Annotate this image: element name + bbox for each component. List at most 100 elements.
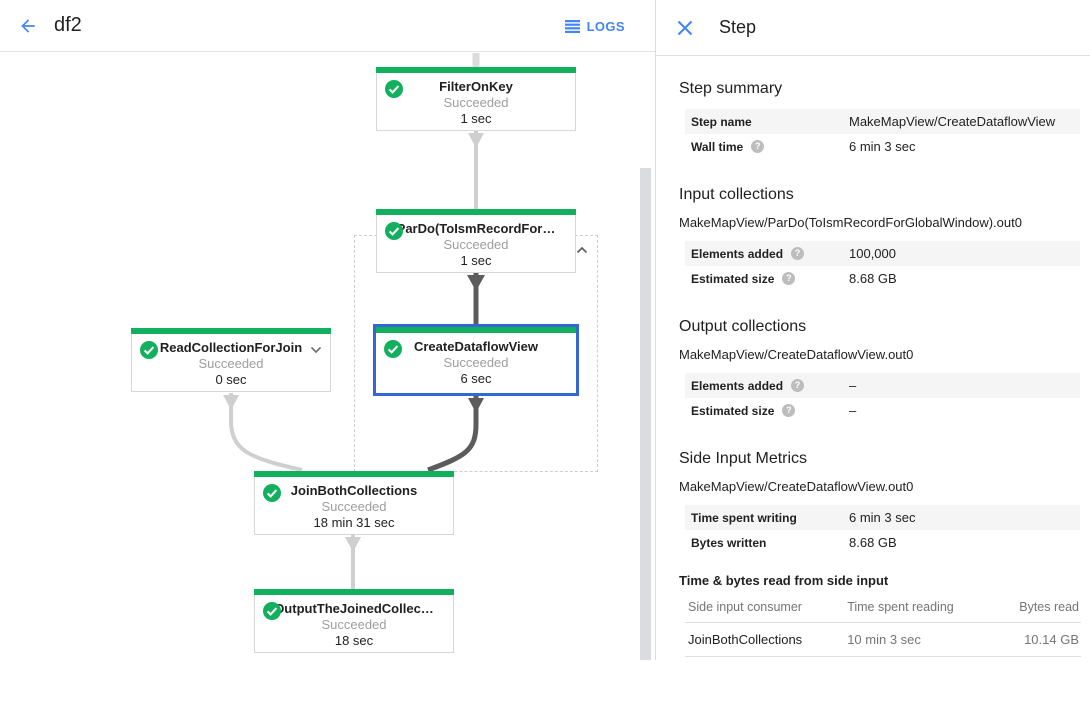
node-pardo-toismrecord[interactable]: ParDo(ToIsmRecordFor… Succeeded 1 sec [376,209,576,273]
node-status: Succeeded [321,617,387,632]
node-time: 6 sec [460,371,492,386]
col-header-time: Time spent reading [844,596,993,623]
node-time: 1 sec [460,111,492,126]
panel-header: Step [656,0,1090,56]
top-toolbar: df2 LOGS [0,0,655,52]
help-icon[interactable] [751,140,765,153]
success-check-icon [140,341,158,359]
node-title: CreateDataflowView [413,339,539,354]
side-input-read-table: Time & bytes read from side input Side i… [679,573,1081,657]
col-header-consumer: Side input consumer [685,596,845,623]
panel-title: Step [719,17,757,37]
close-icon [677,20,693,35]
job-title: df2 [54,14,82,36]
table-row: Bytes written 8.68 GB [685,530,1080,555]
node-status: Succeeded [198,356,264,371]
close-button[interactable] [673,16,697,40]
node-status: Succeeded [443,355,509,370]
status-bar [376,67,576,73]
help-icon[interactable] [782,404,796,417]
node-outputthejoinedcollection[interactable]: OutputTheJoinedCollec… Succeeded 18 sec [254,589,454,653]
output-collection-name: MakeMapView/CreateDataflowView.out0 [679,347,914,362]
row-label: Wall time [691,140,849,154]
table-row: Estimated size – [685,398,1080,423]
table-row: Time spent writing 6 min 3 sec [685,505,1080,530]
section-heading-output-collections: Output collections [679,318,807,335]
step-details-panel: Step Step summary Step name MakeMapView/… [655,0,1090,660]
table-row: Step name MakeMapView/CreateDataflowView [685,109,1080,134]
node-title: JoinBothCollections [290,483,418,498]
logs-button[interactable]: LOGS [564,0,625,52]
row-value: – [849,378,857,393]
status-bar [254,589,454,595]
row-label: Estimated size [691,272,849,286]
row-value: 8.68 GB [849,535,897,550]
section-heading-side-input-metrics: Side Input Metrics [679,450,808,467]
row-value: 100,000 [849,246,896,261]
col-header-bytes: Bytes read [993,596,1081,623]
output-collections-rows: Elements added – Estimated size – [685,373,1080,423]
side-input-metrics-rows: Time spent writing 6 min 3 sec Bytes wri… [685,505,1080,555]
node-time: 18 min 31 sec [313,515,395,530]
row-label: Estimated size [691,404,849,418]
node-title: OutputTheJoinedCollec… [274,601,434,616]
success-check-icon [385,80,403,98]
section-heading-input-collections: Input collections [679,186,794,203]
help-icon[interactable] [791,247,805,260]
arrow-back-icon [21,18,35,33]
side-input-collection-name: MakeMapView/CreateDataflowView.out0 [679,479,914,494]
table-row: Elements added – [685,373,1080,398]
cell-consumer: JoinBothCollections [685,622,845,657]
row-value: – [849,403,857,418]
cell-time-reading: 10 min 3 sec [844,622,993,657]
node-title: ReadCollectionForJoin [159,340,303,355]
table-row: JoinBothCollections 10 min 3 sec 10.14 G… [685,622,1081,657]
node-joinbothcollections[interactable]: JoinBothCollections Succeeded 18 min 31 … [254,471,454,535]
table-row: Elements added 100,000 [685,241,1080,266]
node-time: 0 sec [215,372,247,387]
graph-scrollbar[interactable] [640,168,651,660]
node-status: Succeeded [443,95,509,110]
row-value: MakeMapView/CreateDataflowView [849,114,1056,129]
status-bar [376,327,576,333]
row-label: Time spent writing [691,510,797,525]
row-value: 6 min 3 sec [849,510,916,525]
row-value: 6 min 3 sec [849,139,916,154]
status-bar [131,328,331,334]
node-title: ParDo(ToIsmRecordFor… [396,221,556,236]
table-header-row: Side input consumer Time spent reading B… [685,596,1081,623]
success-check-icon [384,340,402,358]
step-summary-rows: Step name MakeMapView/CreateDataflowView… [685,109,1080,159]
node-time: 1 sec [460,253,492,268]
chevron-up-icon [576,246,588,253]
row-label: Bytes written [691,535,767,550]
help-icon[interactable] [791,379,805,392]
success-check-icon [263,602,281,620]
graph-pane: MakeMapView FilterOnKey Succeeded 1 sec … [0,0,655,660]
logs-label: LOGS [586,18,625,34]
table-row: Wall time 6 min 3 sec [685,134,1080,159]
table-heading: Time & bytes read from side input [679,573,889,588]
node-filteronkey[interactable]: FilterOnKey Succeeded 1 sec [376,67,576,131]
row-label: Step name [691,114,752,129]
node-title: FilterOnKey [439,79,513,94]
logs-list-icon [564,19,580,33]
node-createdataflowview[interactable]: CreateDataflowView Succeeded 6 sec [373,324,579,396]
help-icon[interactable] [782,272,796,285]
chevron-down-icon[interactable] [310,342,322,358]
status-bar [254,471,454,477]
node-readcollectionforjoin[interactable]: ReadCollectionForJoin Succeeded 0 sec [131,328,331,392]
row-label: Elements added [691,379,849,393]
success-check-icon [263,484,281,502]
success-check-icon [385,222,403,240]
row-value: 8.68 GB [849,271,897,286]
section-heading-step-summary: Step summary [679,80,783,97]
status-bar [376,209,576,215]
back-button[interactable] [12,10,44,42]
input-collection-name: MakeMapView/ParDo(ToIsmRecordForGlobalWi… [679,215,1022,230]
panel-body: Step summary Step name MakeMapView/Creat… [656,56,1090,657]
node-time: 18 sec [334,633,374,648]
cell-bytes-read: 10.14 GB [993,622,1081,657]
node-status: Succeeded [443,237,509,252]
table-row: Estimated size 8.68 GB [685,266,1080,291]
